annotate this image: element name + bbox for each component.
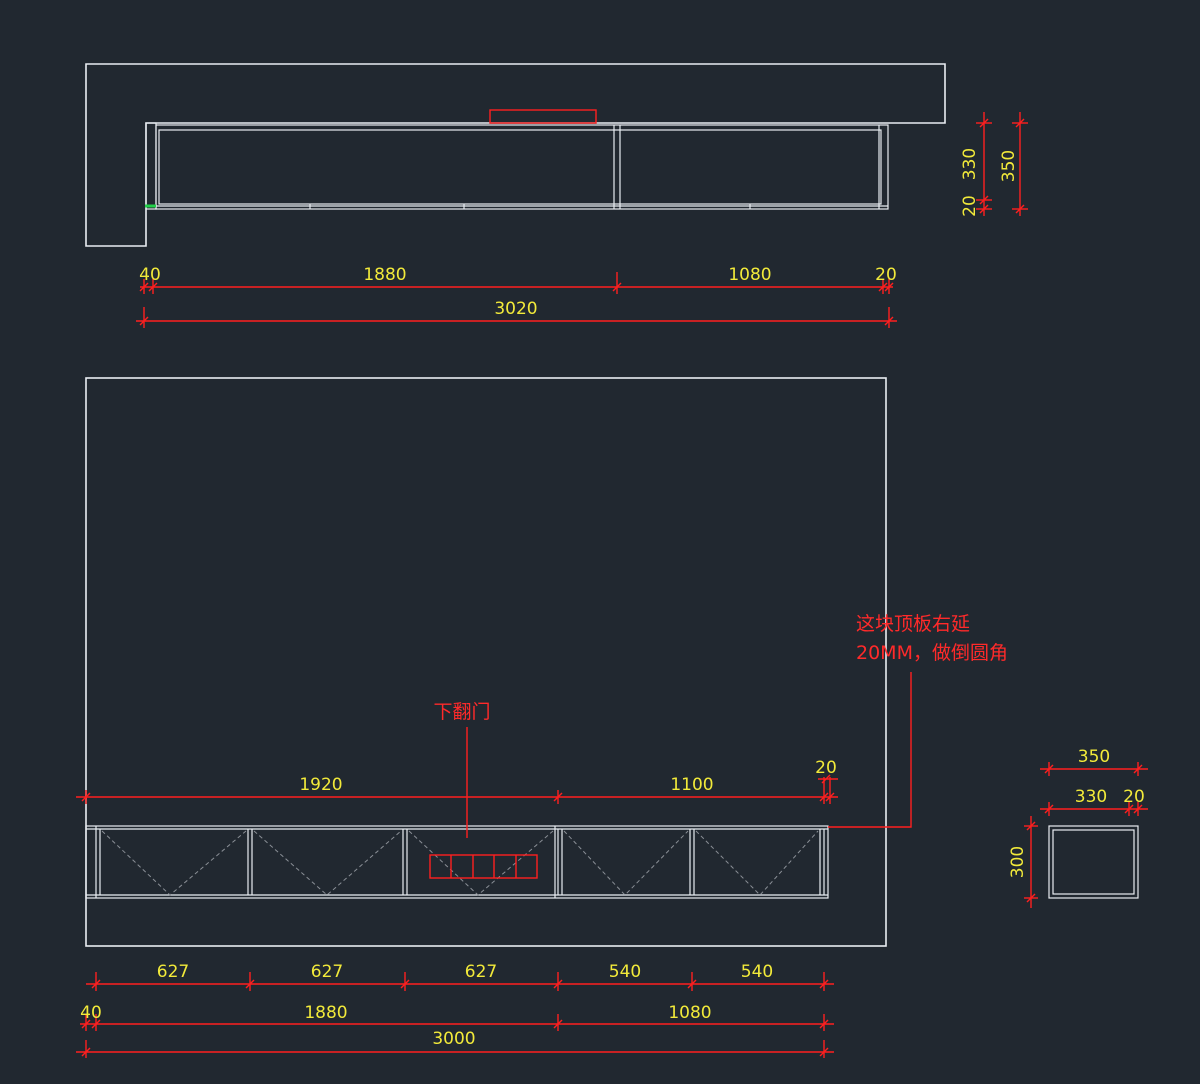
- section-dim-20: 20: [1123, 787, 1145, 807]
- plan-flap-door-outline: [489, 109, 597, 124]
- front-flap-door-grid: [429, 854, 538, 879]
- plan-dim-3020: 3020: [494, 299, 537, 319]
- front-mid-dim-ticks: [81, 1014, 829, 1031]
- plan-end-post: [145, 122, 157, 210]
- plan-vdim-350: 350: [999, 150, 1019, 182]
- front-dim-3000: 3000: [432, 1029, 475, 1049]
- plan-vdim-ticks: [976, 118, 1028, 214]
- section-dim-300: 300: [1008, 846, 1028, 878]
- front-mid-dim-40: 40: [80, 1003, 102, 1023]
- front-top-dim-ticks: [81, 774, 838, 804]
- front-dim-20: 20: [815, 758, 837, 778]
- section-outline: [1048, 825, 1139, 899]
- front-overall-dim-ticks: [81, 1040, 829, 1058]
- front-bay-dim-1: 627: [157, 962, 189, 982]
- section-dim-330: 330: [1075, 787, 1107, 807]
- plan-dim-ticks: [139, 272, 894, 328]
- section-inner: [1052, 829, 1135, 895]
- front-dim-1920: 1920: [299, 775, 342, 795]
- section-dim-ticks: [1024, 762, 1143, 903]
- front-bay-dim-2: 627: [311, 962, 343, 982]
- plan-vdim-330: 330: [960, 148, 980, 180]
- plan-cabinet-inner: [158, 129, 882, 205]
- front-note-leader: [828, 672, 912, 828]
- front-bay-dim-4: 540: [609, 962, 641, 982]
- section-view: 350 330 20 300: [1008, 747, 1148, 908]
- plan-vdim-20: 20: [960, 195, 980, 217]
- front-note-line1: 这块顶板右延: [856, 613, 970, 635]
- front-cabinet-outline: [85, 825, 829, 899]
- front-bay-dim-5: 540: [741, 962, 773, 982]
- section-dim-350: 350: [1078, 747, 1110, 767]
- front-bay-dim-ticks: [91, 972, 829, 991]
- plan-wall-outline: [85, 63, 946, 247]
- front-mid-dim-1880: 1880: [304, 1003, 347, 1023]
- plan-dim-1880: 1880: [363, 265, 406, 285]
- front-flap-door-label: 下翻门: [433, 701, 490, 723]
- plan-dim-1080: 1080: [728, 265, 771, 285]
- front-bay-dim-3: 627: [465, 962, 497, 982]
- plan-dim-20: 20: [875, 265, 897, 285]
- front-mid-dim-1080: 1080: [668, 1003, 711, 1023]
- plan-view: 40 1880 1080 20 3020 330 20 350: [85, 63, 1028, 328]
- front-dim-1100: 1100: [670, 775, 713, 795]
- front-note-line2: 20MM，做倒圆角: [856, 642, 1008, 664]
- plan-dim-40: 40: [139, 265, 161, 285]
- front-view: 下翻门 这块顶板右延 20MM，做倒圆角 1920 1100 20 627 62…: [76, 377, 1008, 1058]
- plan-cabinet-outline: [155, 124, 889, 210]
- front-cabinet-panels: [95, 826, 825, 898]
- front-door-swing-lines: [101, 830, 819, 896]
- front-wall-outline: [85, 377, 887, 947]
